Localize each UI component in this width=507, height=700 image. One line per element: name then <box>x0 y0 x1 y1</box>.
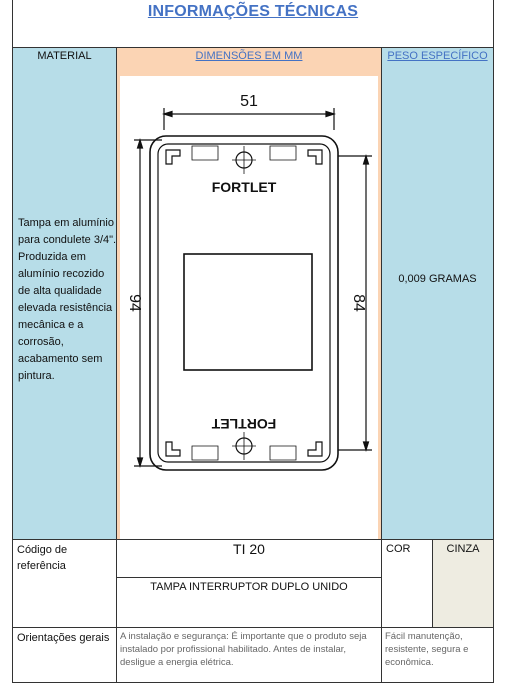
reference-code: TI 20 <box>233 541 265 557</box>
benefits-cell: Fácil manutenção, resistente, segura e e… <box>381 627 494 683</box>
color-label-cell: COR <box>381 539 433 628</box>
weight-header[interactable]: PESO ESPECÍFICO <box>387 50 488 62</box>
guidelines-label-cell: Orientações gerais <box>12 627 117 683</box>
inner-height-dimension: 84 <box>350 294 367 312</box>
material-description: Tampa em alumínio para condulete 3/4". P… <box>18 217 117 382</box>
guidelines-label: Orientações gerais <box>17 632 110 644</box>
product-name: TAMPA INTERRUPTOR DUPLO UNIDO <box>150 581 348 593</box>
product-name-cell: TAMPA INTERRUPTOR DUPLO UNIDO <box>116 577 382 628</box>
reference-label-cell: Código de referência <box>12 539 117 628</box>
weight-cell: PESO ESPECÍFICO 0,009 GRAMAS <box>381 47 494 540</box>
cover-plate-drawing: 51 94 84 FORTLET FORTLET <box>126 93 372 471</box>
dimensions-header[interactable]: DIMENSÕES EM MM <box>195 50 303 62</box>
installation-cell: A instalação e segurança: É importante q… <box>116 627 382 683</box>
dimensions-cell: DIMENSÕES EM MM <box>116 47 382 550</box>
color-label: COR <box>386 543 411 555</box>
benefits-text: Fácil manutenção, resistente, segura e e… <box>385 631 469 668</box>
outer-height-dimension: 94 <box>126 294 143 312</box>
reference-label: Código de referência <box>17 544 68 572</box>
page-title: INFORMAÇÕES TÉCNICAS <box>147 3 359 20</box>
weight-value: 0,009 GRAMAS <box>398 273 477 285</box>
brand-label-bottom: FORTLET <box>211 416 276 432</box>
width-dimension: 51 <box>240 93 258 110</box>
color-value-cell: CINZA <box>432 539 494 628</box>
title-cell: INFORMAÇÕES TÉCNICAS <box>12 0 494 48</box>
material-header: MATERIAL <box>37 50 92 62</box>
installation-text: A instalação e segurança: É importante q… <box>120 631 367 668</box>
reference-code-cell: TI 20 <box>116 539 382 578</box>
color-value: CINZA <box>446 543 480 555</box>
brand-label-top: FORTLET <box>212 179 277 195</box>
technical-drawing: 51 94 84 FORTLET FORTLET <box>120 76 378 550</box>
technical-sheet: INFORMAÇÕES TÉCNICAS MATERIAL Tampa em a… <box>12 0 494 683</box>
material-cell: MATERIAL Tampa em alumínio para condulet… <box>12 47 117 540</box>
